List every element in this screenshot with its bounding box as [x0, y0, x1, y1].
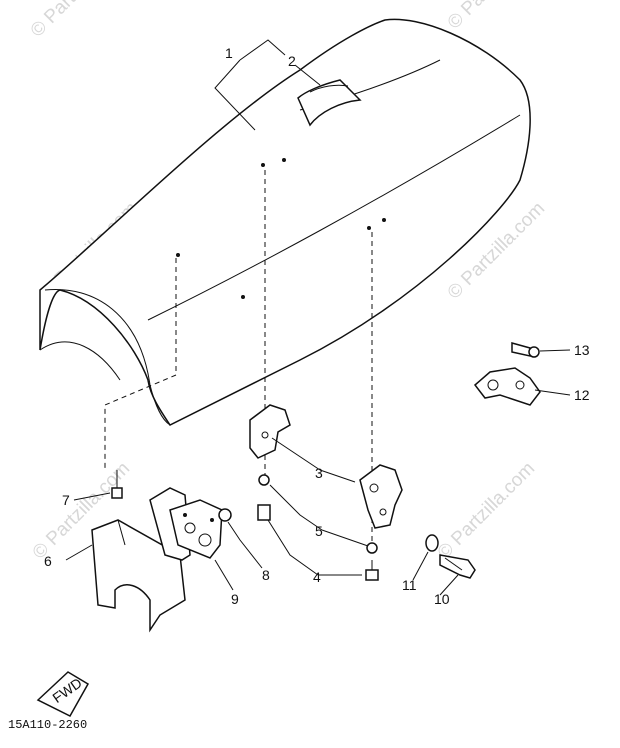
assembly-lines	[104, 170, 373, 545]
mount-hole	[367, 226, 371, 230]
bolt-10-assembly	[425, 534, 476, 579]
watermark: © Partzilla.com	[434, 458, 539, 563]
callout-3: 3	[315, 465, 323, 481]
watermark: © Partzilla.com	[444, 0, 549, 34]
bolts	[257, 504, 379, 581]
seat	[39, 18, 531, 426]
diagram-code: 15A110-2260	[8, 718, 87, 732]
mount-hole	[176, 253, 180, 257]
seat-lock	[473, 367, 541, 406]
callout-1-2-leader	[214, 39, 321, 131]
washer-8	[218, 508, 232, 522]
mount-hole	[282, 158, 286, 162]
seat-bracket-right	[359, 464, 403, 529]
screw-7	[111, 470, 123, 499]
watermark: © Partzilla.com	[27, 0, 132, 42]
callout-2: 2	[288, 53, 296, 69]
plate	[169, 499, 223, 559]
leaders	[65, 349, 571, 596]
mount-hole	[261, 163, 265, 167]
callout-8: 8	[262, 567, 270, 583]
callout-7: 7	[62, 492, 70, 508]
callout-labels: 1 2 3 4 5 6 7 8 9 10 11 12 13	[44, 45, 590, 607]
callout-5: 5	[315, 523, 323, 539]
callout-13: 13	[574, 342, 590, 358]
callout-4: 4	[313, 569, 321, 585]
callout-10: 10	[434, 591, 450, 607]
callout-9: 9	[231, 591, 239, 607]
mount-hole	[382, 218, 386, 222]
washers	[258, 474, 378, 554]
screw-13	[511, 342, 540, 358]
fwd-direction-tag: FWD	[36, 671, 90, 717]
seat-bracket-left	[249, 404, 291, 459]
callout-6: 6	[44, 553, 52, 569]
callout-12: 12	[574, 387, 590, 403]
callout-11: 11	[402, 577, 417, 593]
callout-1: 1	[225, 45, 233, 61]
mount-hole	[241, 295, 245, 299]
